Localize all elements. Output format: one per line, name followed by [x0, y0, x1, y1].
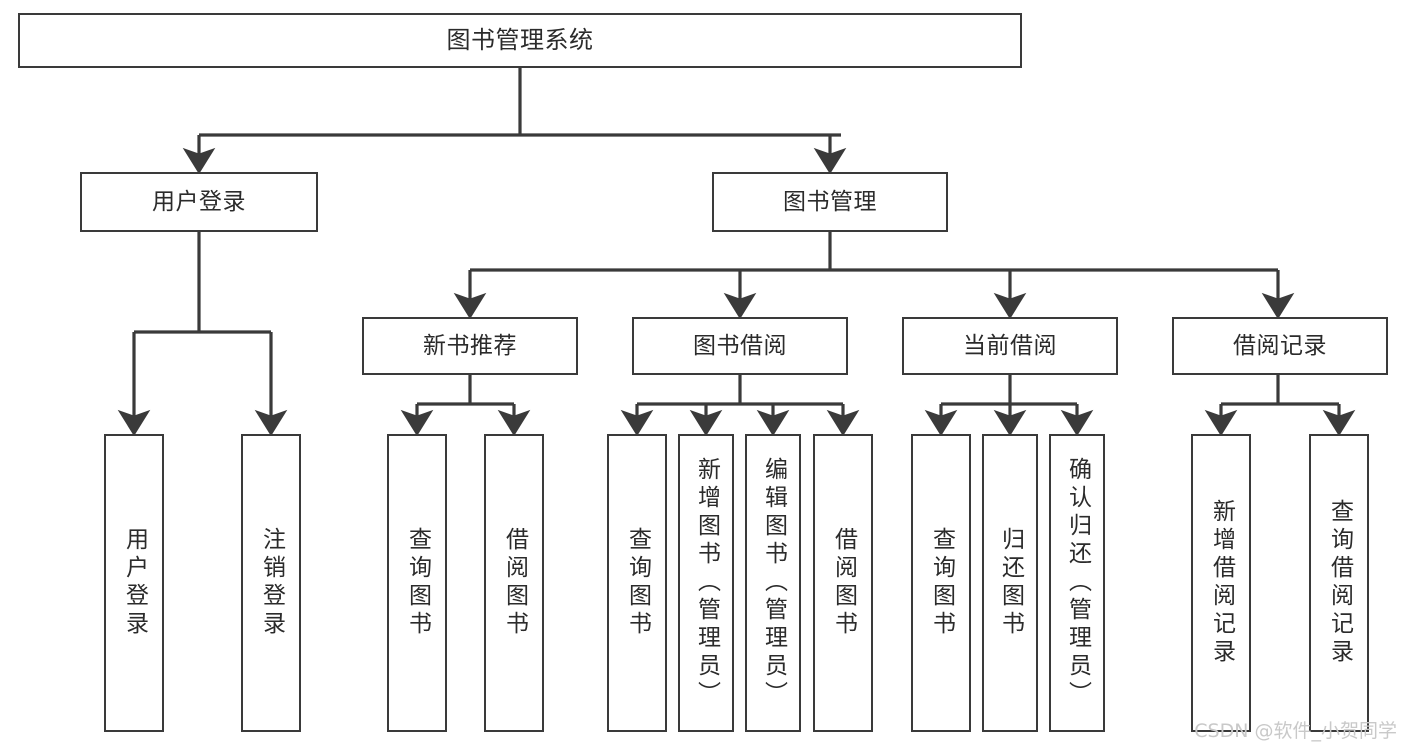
leaf-confirm-return-admin[interactable]: 确认归还（管理员）: [1049, 434, 1105, 732]
node-label: 借阅图书: [501, 527, 528, 639]
leaf-add-borrowing-record[interactable]: 新增借阅记录: [1191, 434, 1251, 732]
leaf-borrow-book-newbook[interactable]: 借阅图书: [484, 434, 544, 732]
node-label: 新书推荐: [423, 332, 517, 359]
node-book-management[interactable]: 图书管理: [712, 172, 948, 232]
node-label: 新增图书（管理员）: [693, 457, 720, 709]
node-label: 图书管理系统: [446, 25, 594, 54]
node-book-management-system[interactable]: 图书管理系统: [18, 13, 1022, 68]
node-label: 借阅记录: [1233, 332, 1327, 359]
node-label: 借阅图书: [830, 527, 857, 639]
node-new-book-recommendation[interactable]: 新书推荐: [362, 317, 578, 375]
node-label: 编辑图书（管理员）: [760, 457, 787, 709]
node-label: 查询借阅记录: [1326, 499, 1353, 667]
leaf-return-book[interactable]: 归还图书: [982, 434, 1038, 732]
leaf-borrow-book-borrowing[interactable]: 借阅图书: [813, 434, 873, 732]
leaf-query-borrowing-record[interactable]: 查询借阅记录: [1309, 434, 1369, 732]
leaf-logout[interactable]: 注销登录: [241, 434, 301, 732]
node-user-login[interactable]: 用户登录: [80, 172, 318, 232]
leaf-edit-book-admin[interactable]: 编辑图书（管理员）: [745, 434, 801, 732]
node-label: 查询图书: [624, 527, 651, 639]
leaf-query-book-newbook[interactable]: 查询图书: [387, 434, 447, 732]
node-label: 新增借阅记录: [1208, 499, 1235, 667]
leaf-query-book-current[interactable]: 查询图书: [911, 434, 971, 732]
node-label: 图书借阅: [693, 332, 787, 359]
node-label: 用户登录: [152, 188, 246, 215]
node-label: 查询图书: [404, 527, 431, 639]
node-book-borrowing[interactable]: 图书借阅: [632, 317, 848, 375]
node-label: 确认归还（管理员）: [1064, 457, 1091, 709]
node-label: 归还图书: [997, 527, 1024, 639]
node-label: 注销登录: [258, 527, 285, 639]
node-label: 用户登录: [121, 527, 148, 639]
leaf-add-book-admin[interactable]: 新增图书（管理员）: [678, 434, 734, 732]
node-label: 当前借阅: [963, 332, 1057, 359]
node-label: 查询图书: [928, 527, 955, 639]
leaf-user-login[interactable]: 用户登录: [104, 434, 164, 732]
node-label: 图书管理: [783, 188, 877, 215]
leaf-query-book-borrowing[interactable]: 查询图书: [607, 434, 667, 732]
node-current-borrowing[interactable]: 当前借阅: [902, 317, 1118, 375]
node-borrowing-records[interactable]: 借阅记录: [1172, 317, 1388, 375]
